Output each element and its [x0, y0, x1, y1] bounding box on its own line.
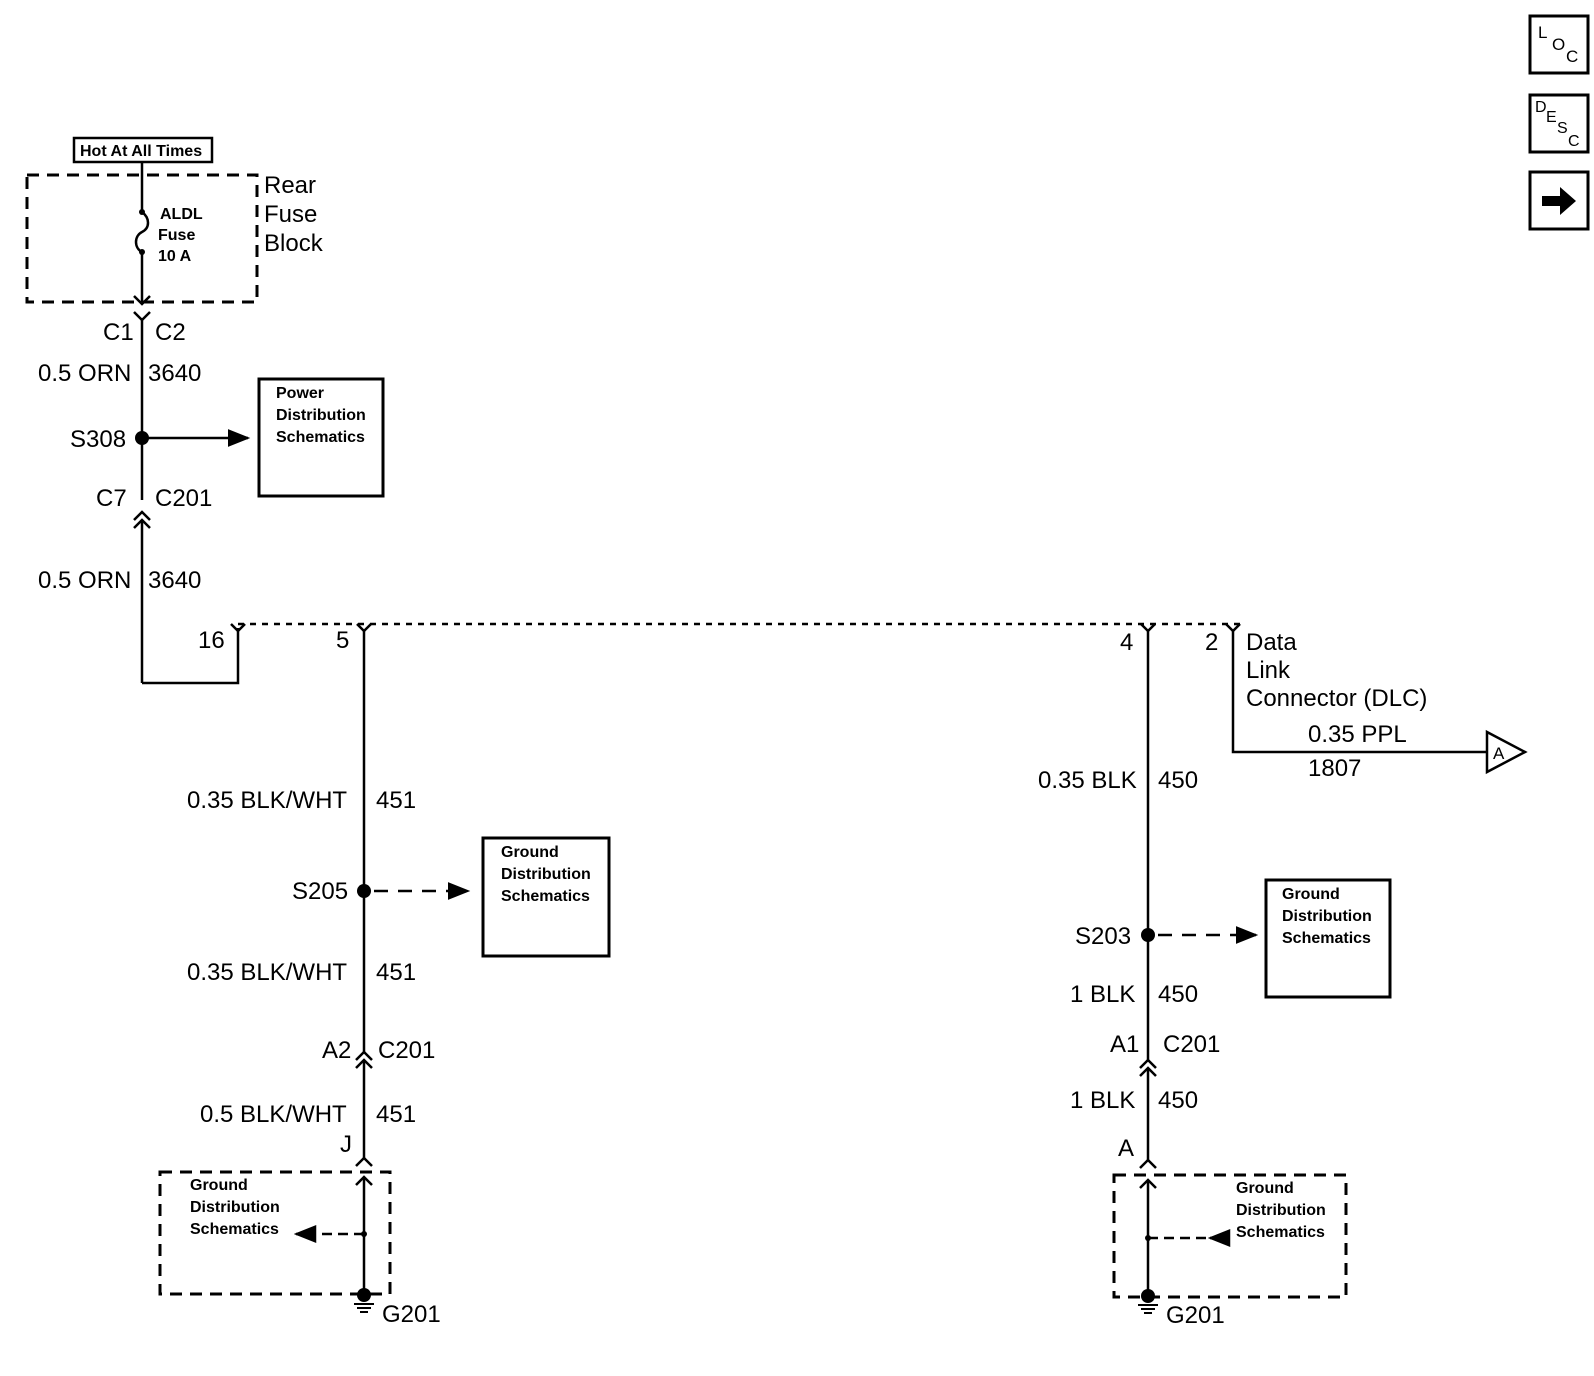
fuse-symbol — [134, 211, 150, 254]
ground-symbol-right — [1138, 1304, 1158, 1314]
svg-text:1 BLK: 1 BLK — [1070, 1087, 1135, 1114]
svg-text:G201: G201 — [382, 1301, 441, 1328]
svg-text:Distribution: Distribution — [276, 407, 366, 424]
svg-text:450: 450 — [1158, 1087, 1198, 1114]
fuse-block-label: Rear — [264, 172, 316, 199]
arrow-right-icon — [1542, 187, 1576, 215]
desc-button[interactable]: D E S C — [1528, 93, 1590, 154]
svg-text:Schematics: Schematics — [501, 888, 590, 905]
svg-text:Ground: Ground — [1236, 1180, 1294, 1197]
svg-text:C201: C201 — [155, 485, 212, 512]
svg-text:0.35 BLK/WHT: 0.35 BLK/WHT — [187, 787, 347, 814]
svg-text:C: C — [1568, 133, 1580, 150]
svg-text:S308: S308 — [70, 426, 126, 453]
loc-icon: L — [1538, 23, 1547, 42]
fuse-label: ALDL — [160, 206, 203, 223]
svg-text:Distribution: Distribution — [501, 866, 591, 883]
svg-text:J: J — [340, 1131, 352, 1158]
svg-text:4: 4 — [1120, 629, 1133, 656]
svg-text:Link: Link — [1246, 657, 1291, 684]
svg-text:450: 450 — [1158, 767, 1198, 794]
svg-text:1807: 1807 — [1308, 755, 1361, 782]
svg-text:3640: 3640 — [148, 567, 201, 594]
svg-text:C201: C201 — [378, 1037, 435, 1064]
svg-text:2: 2 — [1205, 629, 1218, 656]
svg-text:C1: C1 — [103, 319, 134, 346]
svg-text:Connector (DLC): Connector (DLC) — [1246, 685, 1427, 712]
svg-text:Fuse: Fuse — [264, 201, 317, 228]
ground-distribution-link-2[interactable]: Ground Distribution Schematics — [190, 1177, 280, 1238]
svg-text:Distribution: Distribution — [190, 1199, 280, 1216]
svg-text:A: A — [1118, 1135, 1134, 1162]
svg-text:0.35 BLK/WHT: 0.35 BLK/WHT — [187, 959, 347, 986]
svg-text:C201: C201 — [1163, 1031, 1220, 1058]
svg-text:Distribution: Distribution — [1282, 908, 1372, 925]
svg-text:5: 5 — [336, 627, 349, 654]
svg-text:451: 451 — [376, 1101, 416, 1128]
power-distribution-link[interactable]: Power Distribution Schematics — [257, 377, 385, 498]
svg-text:1 BLK: 1 BLK — [1070, 981, 1135, 1008]
svg-text:0.35 PPL: 0.35 PPL — [1308, 721, 1407, 748]
svg-text:Schematics: Schematics — [276, 429, 365, 446]
svg-text:A: A — [1493, 744, 1505, 763]
splice-s205 — [357, 884, 371, 898]
svg-text:Hot At All Times: Hot At All Times — [80, 143, 202, 160]
dlc-label: Data — [1246, 629, 1297, 656]
svg-text:G201: G201 — [1166, 1302, 1225, 1329]
offpage-connector-a[interactable]: A — [1485, 729, 1528, 775]
svg-text:S205: S205 — [292, 878, 348, 905]
svg-text:Ground: Ground — [501, 844, 559, 861]
ground-box-right — [1112, 1173, 1348, 1299]
svg-text:0.35 BLK: 0.35 BLK — [1038, 767, 1137, 794]
svg-text:Schematics: Schematics — [190, 1221, 279, 1238]
hot-label-box: Hot At All Times — [72, 136, 214, 164]
svg-text:S: S — [1557, 120, 1568, 137]
svg-text:A2: A2 — [322, 1037, 351, 1064]
svg-text:Schematics: Schematics — [1282, 930, 1371, 947]
svg-text:10 A: 10 A — [158, 248, 192, 265]
svg-text:Block: Block — [264, 230, 324, 257]
svg-text:Power: Power — [276, 385, 324, 402]
svg-text:16: 16 — [198, 627, 225, 654]
splice-s203 — [1141, 928, 1155, 942]
svg-text:451: 451 — [376, 787, 416, 814]
svg-text:3640: 3640 — [148, 360, 201, 387]
desc-icon: D — [1535, 99, 1547, 116]
svg-text:Distribution: Distribution — [1236, 1202, 1326, 1219]
svg-text:C: C — [1566, 47, 1578, 66]
svg-text:Ground: Ground — [190, 1177, 248, 1194]
svg-text:Ground: Ground — [1282, 886, 1340, 903]
svg-text:0.5 ORN: 0.5 ORN — [38, 567, 131, 594]
loc-button[interactable]: L O C — [1528, 14, 1590, 75]
ground-symbol-left — [354, 1303, 374, 1313]
svg-text:450: 450 — [1158, 981, 1198, 1008]
svg-text:451: 451 — [376, 959, 416, 986]
svg-text:Schematics: Schematics — [1236, 1224, 1325, 1241]
svg-text:O: O — [1552, 35, 1565, 54]
ground-box-left — [158, 1170, 392, 1296]
ground-distribution-link-4[interactable]: Ground Distribution Schematics — [1236, 1180, 1326, 1241]
svg-text:0.5 BLK/WHT: 0.5 BLK/WHT — [200, 1101, 347, 1128]
svg-text:A1: A1 — [1110, 1031, 1139, 1058]
ground-distribution-link-1[interactable]: Ground Distribution Schematics — [481, 836, 611, 958]
next-button[interactable] — [1528, 170, 1590, 231]
svg-text:Fuse: Fuse — [158, 227, 195, 244]
svg-text:C7: C7 — [96, 485, 127, 512]
svg-text:E: E — [1546, 109, 1557, 126]
svg-text:S203: S203 — [1075, 923, 1131, 950]
svg-text:0.5 ORN: 0.5 ORN — [38, 360, 131, 387]
svg-text:C2: C2 — [155, 319, 186, 346]
ground-distribution-link-3[interactable]: Ground Distribution Schematics — [1264, 878, 1392, 999]
